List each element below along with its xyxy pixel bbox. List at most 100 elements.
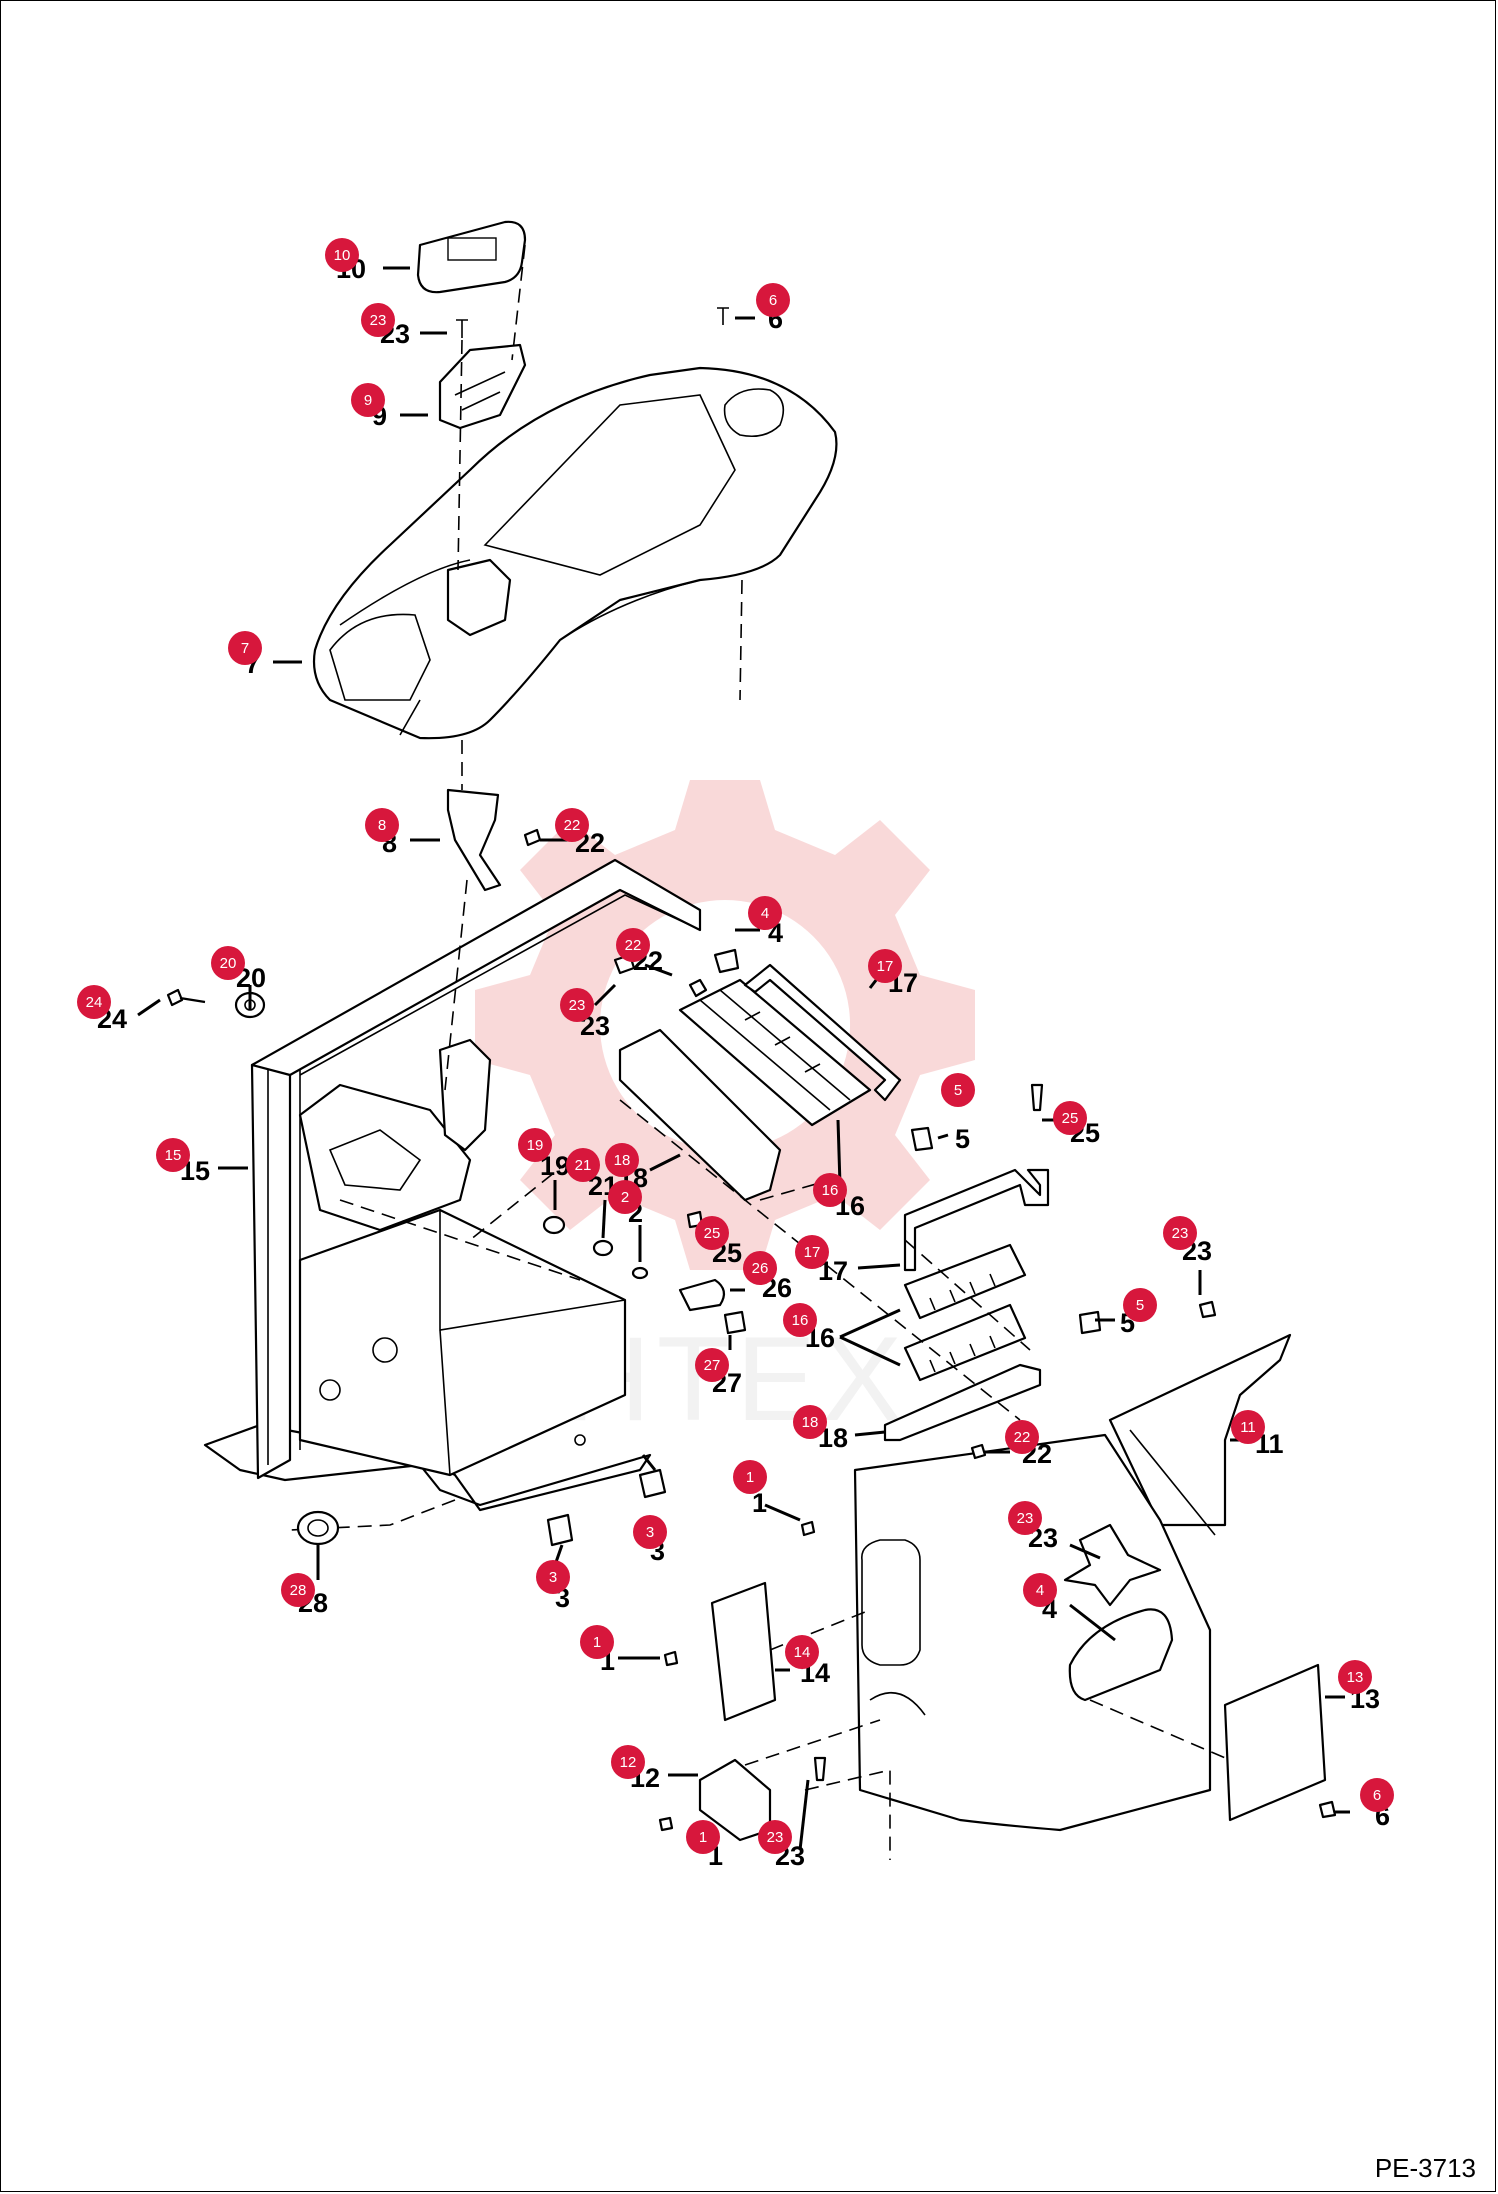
svg-text:19: 19 [527,1137,544,1154]
callout-19: 19 [518,1128,552,1162]
screw-25b-part [1030,1083,1044,1112]
clamp-26-part [678,1278,726,1312]
svg-text:4: 4 [761,905,769,922]
leader-16b1 [839,1308,901,1339]
front-cover-slot [869,1691,926,1716]
svg-text:24: 24 [86,994,103,1011]
leader-24 [137,998,161,1017]
frame-hole-1 [319,1379,341,1401]
frame-inner-cutout [328,1129,422,1191]
callout-28: 28 [281,1573,315,1607]
svg-text:1: 1 [593,1634,601,1651]
callout-22a: 22 [555,808,589,842]
console-joystick-mount [446,558,512,637]
fuse-bracket-18a [618,1028,782,1202]
svg-text:25: 25 [704,1225,721,1242]
washer-2-part [631,1266,649,1280]
leader-23b [593,983,617,1007]
console-tray-opening [483,394,736,576]
washer-21-part [592,1239,614,1257]
leader-5a [937,1133,949,1140]
svg-text:12: 12 [620,1754,637,1771]
svg-text:14: 14 [794,1644,811,1661]
strap-17a [743,963,902,1102]
grommet-28-part [296,1510,340,1546]
screw-22a-part [523,828,542,847]
svg-text:16: 16 [822,1182,839,1199]
callout-9: 9 [351,383,385,417]
leader-22b [644,963,673,977]
screw-1c-part [658,1816,674,1832]
callout-23b: 23 [560,988,594,1022]
callout-22b: 22 [616,928,650,962]
svg-text:23: 23 [569,997,586,1014]
screw-6b-part [1318,1800,1337,1819]
callout-18a: 18 [605,1143,639,1177]
fuse-block-16a-cells [699,989,851,1111]
svg-text:22: 22 [625,937,642,954]
callout-27: 27 [695,1348,729,1382]
leader-3a [641,1454,657,1471]
svg-text:15: 15 [165,1147,182,1164]
switch-housing-detail [454,371,506,411]
svg-text:22: 22 [1014,1429,1031,1446]
front-cover-part [853,1433,1212,1832]
callout-25a: 25 [695,1216,729,1250]
fuse-block-group [618,963,1050,1442]
leader-18a [649,1153,681,1172]
svg-text:3: 3 [646,1524,654,1541]
svg-text:6: 6 [1373,1787,1381,1804]
plate-13-part [1223,1663,1327,1822]
frame-top-rail [250,858,702,1077]
console-group [312,220,838,790]
svg-text:18: 18 [614,1152,631,1169]
callout-12: 12 [611,1745,645,1779]
clip-4a-part [713,948,740,974]
frame-hole-3 [574,1434,586,1446]
console-cupholder [723,388,785,438]
connector-5b-part [1078,1310,1102,1335]
svg-text:22: 22 [564,817,581,834]
hardware-group [166,828,1102,1547]
cover-11-part [1108,1333,1292,1527]
svg-text:17: 17 [804,1244,821,1261]
leader-4b [1069,1603,1116,1642]
svg-text:16: 16 [792,1312,809,1329]
grommet-28-hole [307,1519,329,1537]
callout-23d: 23 [1008,1501,1042,1535]
svg-text:26: 26 [752,1260,769,1277]
callout-23e: 23 [758,1820,792,1854]
callout-5b: 5 [1123,1288,1157,1322]
callout-7: 7 [228,631,262,665]
connector-5a-part [910,1126,934,1152]
frame-hole-2 [372,1337,398,1363]
svg-text:21: 21 [575,1157,592,1174]
leader-1a [764,1503,801,1522]
callout-17a: 17 [868,949,902,983]
callout-markers: 10 23 9 6 7 8 22 4 20 24 22 23 17 15 19 … [77,238,1394,1854]
callout-1b: 1 [580,1625,614,1659]
callout-6b: 6 [1360,1778,1394,1812]
callout-3b: 3 [536,1560,570,1594]
leader-21 [601,1199,607,1239]
screw-23c-part [1198,1300,1217,1319]
front-cover-window [861,1539,921,1666]
svg-text:23: 23 [370,312,387,329]
plate-14-part [710,1581,777,1722]
svg-text:23: 23 [1172,1225,1189,1242]
console-front-face [329,613,431,701]
svg-text:1: 1 [699,1829,707,1846]
page-id-label: PE-3713 [1374,2153,1476,2183]
callout-25b: 25 [1053,1101,1087,1135]
fuse-bracket-18b [883,1363,1042,1442]
main-frame-group [203,788,702,1531]
svg-text:18: 18 [802,1414,819,1431]
star-gasket-23 [1063,1523,1162,1607]
callout-22c: 22 [1005,1420,1039,1454]
callout-4a: 4 [748,896,782,930]
fuse-block-16c [903,1303,1027,1382]
frame-side-box-edge [439,1210,626,1476]
leader-16b2 [839,1335,901,1367]
callout-15: 15 [156,1138,190,1172]
callout-16b: 16 [783,1303,817,1337]
